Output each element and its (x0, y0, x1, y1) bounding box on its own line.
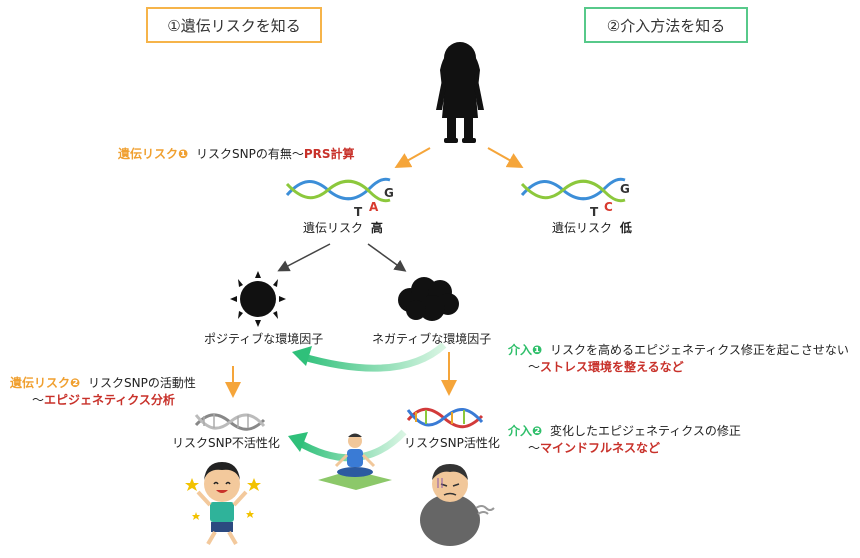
risk1-highlight: PRS計算 (303, 147, 355, 161)
dna-high-risk-icon (285, 177, 391, 203)
intervention1-text: 介入❶ リスクを高めるエピジェネティクス修正を起こさせない (508, 343, 849, 357)
dna-high-base-g: G (384, 186, 394, 200)
intervention1-description: リスクを高めるエピジェネティクス修正を起こさせない (550, 343, 849, 357)
intervention2-label: 介入❷ (508, 424, 543, 438)
header-intervention-label: ②介入方法を知る (606, 16, 726, 35)
dna-high-caption: 遺伝リスク 高 (303, 221, 383, 235)
dna-high-level: 高 (370, 221, 383, 235)
intervention1-highlight: ストレス環境を整えるなど (540, 360, 684, 374)
header-genetic-risk-label: ①遺伝リスクを知る (167, 16, 301, 35)
dna-high-caption-text: 遺伝リスク (303, 221, 364, 235)
risk1-description: リスクSNPの有無～ (196, 147, 304, 161)
risk2-label: 遺伝リスク❷ (10, 376, 81, 390)
risk1-text: 遺伝リスク❶ リスクSNPの有無～PRS計算 (118, 147, 355, 161)
snp-active-label: リスクSNP活性化 (404, 436, 500, 450)
intervention2-text: 介入❷ 変化したエピジェネティクスの修正 (508, 424, 741, 438)
negative-env-label: ネガティブな環境因子 (372, 332, 492, 346)
intervention1-line2-prefix: ～ (528, 360, 541, 374)
intervention1-label: 介入❶ (508, 343, 543, 357)
dna-low-base-c: C (604, 200, 613, 214)
intervention2-highlight: マインドフルネスなど (540, 441, 661, 455)
positive-env-label: ポジティブな環境因子 (204, 332, 324, 346)
intervention2-description: 変化したエピジェネティクスの修正 (550, 424, 741, 438)
snp-inactive-label: リスクSNP不活性化 (172, 436, 280, 450)
intervention2-line2: ～マインドフルネスなど (528, 441, 660, 455)
dna-high-base-t: T (354, 205, 363, 219)
dna-active-icon (406, 407, 484, 429)
dark-cloud-icon (398, 277, 459, 321)
meditating-person-icon (318, 433, 392, 490)
intervention2-arrow (288, 429, 407, 462)
happy-boy-icon (185, 462, 261, 546)
dna-low-base-t: T (590, 205, 599, 219)
dna-low-risk-icon (520, 177, 626, 203)
risk2-description: リスクSNPの活動性 (88, 376, 196, 390)
risk2-line2-prefix: ～ (32, 393, 45, 407)
dna-low-caption: 遺伝リスク 低 (552, 221, 632, 235)
dna-low-base-g: G (620, 182, 630, 196)
dna-high-base-a: A (369, 200, 379, 214)
dna-low-caption-text: 遺伝リスク (552, 221, 613, 235)
intervention1-arrow (292, 342, 447, 372)
stressed-man-icon (420, 464, 495, 546)
intervention1-line2: ～ストレス環境を整えるなど (528, 360, 684, 374)
sun-icon (230, 271, 286, 327)
dna-inactive-icon (194, 413, 266, 431)
risk2-line2: ～エピジェネティクス分析 (32, 393, 175, 407)
header-intervention: ②介入方法を知る (584, 7, 748, 43)
intervention2-line2-prefix: ～ (528, 441, 541, 455)
dna-low-level: 低 (619, 221, 632, 235)
risk1-label: 遺伝リスク❶ (118, 147, 189, 161)
risk2-text: 遺伝リスク❷ リスクSNPの活動性 (10, 376, 196, 390)
person-silhouette-icon (436, 42, 484, 143)
header-genetic-risk: ①遺伝リスクを知る (146, 7, 322, 43)
risk2-highlight: エピジェネティクス分析 (44, 393, 175, 407)
